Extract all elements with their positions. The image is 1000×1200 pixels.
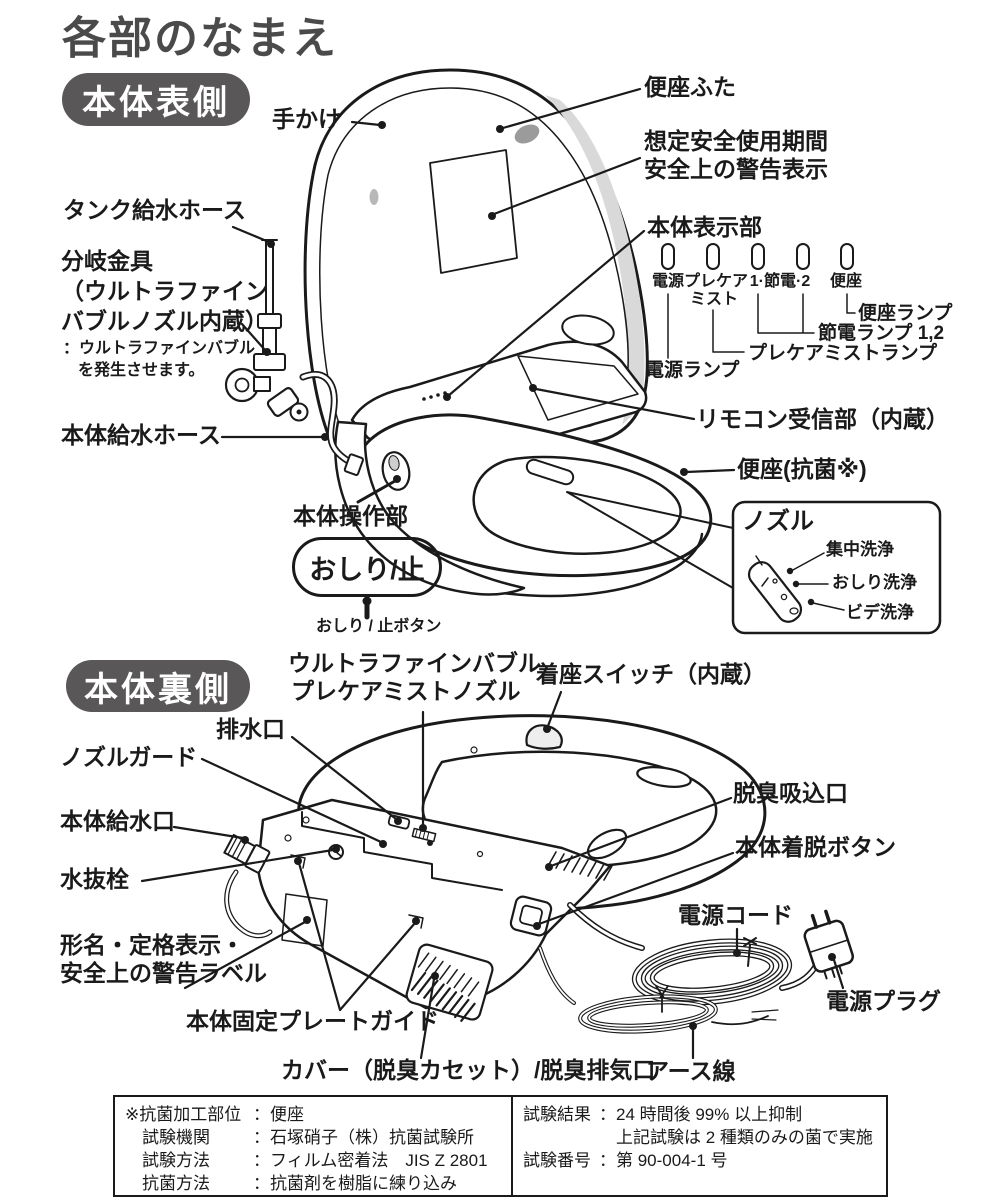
label-ufb-nozzle-2: プレケアミストノズル (291, 678, 521, 704)
label-body-supply-hose: 本体給水ホース (61, 422, 221, 448)
label-seat-lid: 便座ふた (644, 74, 736, 100)
label-power-plug: 電源プラグ (826, 988, 941, 1014)
callout-precare-lamp: プレケアミストランプ (748, 343, 938, 364)
table-row: 試験番号：第 90-004-1 号 (523, 1151, 728, 1170)
label-power-cord: 電源コード (678, 902, 793, 928)
table-row: 抗菌方法：抗菌剤を樹脂に練り込み (142, 1174, 457, 1193)
callout-ecosave-lamp: 節電ランプ 1,2 (818, 323, 945, 344)
lamp-label-ecosave: 1·節電·2 (749, 273, 811, 290)
lamp-label-seat: 便座 (829, 273, 862, 290)
front-unit-illustration (224, 68, 856, 598)
seat-bumper (636, 766, 692, 788)
callout-seat-lamp: 便座ランプ (858, 303, 953, 324)
label-deodorizer-intake: 脱臭吸込口 (733, 780, 848, 806)
deodorizer-intake-vent (547, 851, 613, 881)
label-rating-display-2: 安全上の警告ラベル (60, 960, 267, 986)
lamp-label-power: 電源 (651, 273, 684, 290)
lid-damper-hole (514, 124, 540, 144)
label-remote-receiver: リモコン受信部（内蔵） (696, 406, 949, 432)
label-fixing-plate-guide: 本体固定プレートガイド (186, 1008, 439, 1034)
label-branch-fitting-3: バブルノズル内蔵） (61, 308, 268, 334)
label-branch-fitting-2: （ウルトラファイン (61, 278, 268, 304)
table-row: 試験方法：フィルム密着法 JIS Z 2801 (142, 1151, 488, 1170)
label-seat-antibacterial: 便座(抗菌※) (737, 456, 867, 482)
label-handle: 手かけ (272, 106, 341, 132)
label-ufb-nozzle-1: ウルトラファインバブル (288, 650, 541, 676)
front-leader-lines (220, 87, 736, 620)
nozzle-drawing (747, 561, 803, 623)
label-nozzle-guard: ノズルガード (60, 744, 198, 770)
earth-wire-drawing (538, 946, 779, 1034)
nozzle-in-seat (525, 458, 575, 486)
remote-receiver-panel (517, 355, 639, 421)
label-tank-hose: タンク給水ホース (63, 197, 246, 223)
lamp-label-precare-1: プレケア (684, 273, 749, 290)
label-branch-note-1: ：ウルトラファインバブル (63, 340, 256, 357)
label-drain-plug: 水抜栓 (60, 866, 129, 892)
label-deodorizer-cover: カバー（脱臭カセット）/脱臭排気口 (281, 1057, 656, 1083)
label-safety-period-1: 想定安全使用期間 (644, 128, 828, 154)
page-title: 各部のなまえ (62, 14, 338, 63)
antibacterial-test-table: ※抗菌加工部位：便座 試験機関：石塚硝子（株）抗菌試験所 試験方法：フィルム密着… (113, 1095, 888, 1197)
label-bidet-wash: ビデ洗浄 (846, 603, 914, 622)
label-drain-outlet: 排水口 (216, 716, 285, 742)
indicator-lamps (661, 243, 854, 270)
power-plug-drawing (803, 909, 855, 980)
detach-latch-button (509, 895, 553, 937)
nozzle-callout-box (566, 491, 942, 635)
deodorizer-cover (405, 943, 494, 1022)
badge-back-side: 本体裏側 (66, 660, 250, 712)
table-row: 試験機関：石塚硝子（株）抗菌試験所 (142, 1128, 474, 1147)
label-rear-wash: おしり洗浄 (832, 573, 917, 592)
label-rating-display-1: 形名・定格表示・ (60, 932, 244, 958)
test-table-right-column: 試験結果：24 時間後 99% 以上抑制 ：上記試験は 2 種類のみの菌で実施 … (513, 1097, 886, 1195)
test-table-left-column: ※抗菌加工部位：便座 試験機関：石塚硝子（株）抗菌試験所 試験方法：フィルム密着… (115, 1097, 513, 1195)
label-rear-stop-button: おしり / 止ボタン (316, 618, 442, 635)
table-row: ：上記試験は 2 種類のみの菌で実施 (616, 1128, 873, 1147)
label-spot-wash: 集中洗浄 (826, 540, 894, 559)
callout-power-lamp: 電源ランプ (645, 360, 740, 381)
seat-switch-bump (525, 724, 563, 750)
lamp-label-precare-2: ミスト (689, 291, 738, 308)
label-seat-switch: 着座スイッチ（内蔵） (536, 661, 766, 687)
underside-unit-illustration (223, 714, 855, 1034)
back-leader-lines (140, 690, 845, 1060)
lid-warning-label-rect (429, 149, 518, 274)
rear-stop-button-pill: おしり/止 (292, 537, 442, 597)
badge-front-side: 本体表側 (62, 73, 250, 126)
label-detach-button: 本体着脱ボタン (735, 834, 896, 860)
label-earth-wire: アース線 (646, 1058, 736, 1084)
label-safety-period-2: 安全上の警告表示 (644, 156, 828, 182)
label-branch-fitting-1: 分岐金具 (61, 248, 153, 274)
table-row: 試験結果：24 時間後 99% 以上抑制 (523, 1105, 803, 1124)
table-row: ※抗菌加工部位：便座 (125, 1105, 304, 1124)
label-body-controls: 本体操作部 (293, 503, 408, 529)
label-display-section: 本体表示部 (647, 214, 762, 240)
label-water-inlet: 本体給水口 (60, 808, 175, 834)
label-branch-note-2: を発生させます。 (78, 362, 205, 379)
nozzle-box-title: ノズル (742, 508, 814, 535)
lamp-callout-lines (667, 293, 856, 359)
